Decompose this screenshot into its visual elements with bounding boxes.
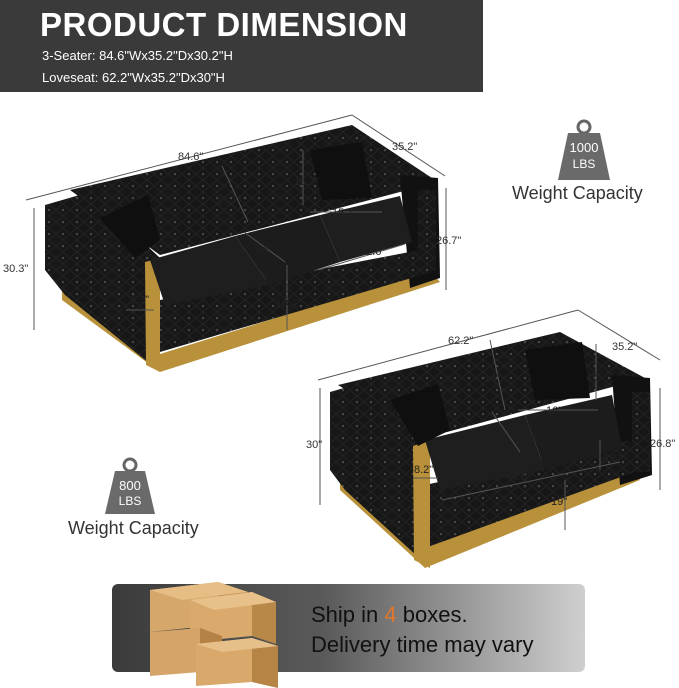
- loveseat-seat-width-label: 44.5": [506, 471, 531, 483]
- sofa3-seat-depth-label: 24": [256, 243, 272, 255]
- box-count: 4: [384, 602, 397, 627]
- sofa3-pillow-height-label: 15.7": [294, 176, 319, 188]
- sofa3-arm-height-label: 26.7": [436, 235, 461, 247]
- ship-suffix: boxes.: [396, 602, 468, 627]
- three-seater-dimensions: 3-Seater: 84.6"Wx35.2"Dx30.2"H: [42, 48, 233, 63]
- sofa3-seat-height-label: 18.7": [276, 298, 301, 310]
- weight-800-unit: LBS: [119, 494, 142, 508]
- loveseat-cushion-height-label: 6.8": [602, 453, 621, 465]
- loveseat-depth-label: 35.2": [612, 341, 637, 353]
- loveseat-pillow-width-label: 16": [546, 405, 562, 417]
- shipping-text: Ship in 4 boxes. Delivery time may vary: [311, 600, 533, 660]
- ship-line-1: Ship in 4 boxes.: [311, 600, 533, 630]
- loveseat-seat-depth-label: 23.5": [516, 433, 541, 445]
- loveseat-back-height-label: 14": [484, 373, 500, 385]
- sofa3-depth-label: 35.2": [392, 141, 417, 153]
- loveseat-width-label: 62.2": [448, 335, 473, 347]
- loveseat-arm-height-label: 26.8": [650, 438, 675, 450]
- loveseat-sofa: [330, 332, 652, 568]
- three-seater-dimension-lines: [25, 114, 447, 330]
- sofa3-arm-width-label: 9.2": [130, 294, 149, 306]
- weight-icon-1000: 1000 LBS: [558, 119, 610, 180]
- sofa3-back-height-label: 13.7": [216, 195, 241, 207]
- weight-capacity-caption-1: Weight Capacity: [512, 183, 643, 203]
- sofa3-pillow-width-label: 15.7": [332, 207, 357, 219]
- page-title: PRODUCT DIMENSION: [40, 6, 408, 43]
- weight-1000-value: 1000: [570, 140, 599, 155]
- sofa3-seat-width-label: 22.6": [360, 246, 385, 258]
- loveseat-pillow-height-label: 16": [586, 371, 602, 383]
- weight-800-value: 800: [119, 478, 141, 493]
- weight-capacity-caption-2: Weight Capacity: [68, 518, 199, 538]
- dimension-header: PRODUCT DIMENSION 3-Seater: 84.6"Wx35.2"…: [0, 0, 483, 92]
- loveseat-dimension-lines: [317, 309, 661, 530]
- loveseat-seat-height-label: 19": [551, 496, 567, 508]
- loveseat-arm-width-label: 8.2": [414, 464, 433, 476]
- sofa3-height-label: 30.3": [3, 263, 28, 275]
- loveseat-height-label: 30": [306, 439, 322, 451]
- ship-prefix: Ship in: [311, 602, 385, 627]
- ship-line-2: Delivery time may vary: [311, 632, 534, 657]
- weight-icon-800: 800 LBS: [105, 457, 155, 514]
- loveseat-dimensions: Loveseat: 62.2"Wx35.2"Dx30"H: [42, 70, 225, 85]
- sofa3-width-label: 84.6": [178, 151, 203, 163]
- weight-1000-unit: LBS: [573, 157, 596, 171]
